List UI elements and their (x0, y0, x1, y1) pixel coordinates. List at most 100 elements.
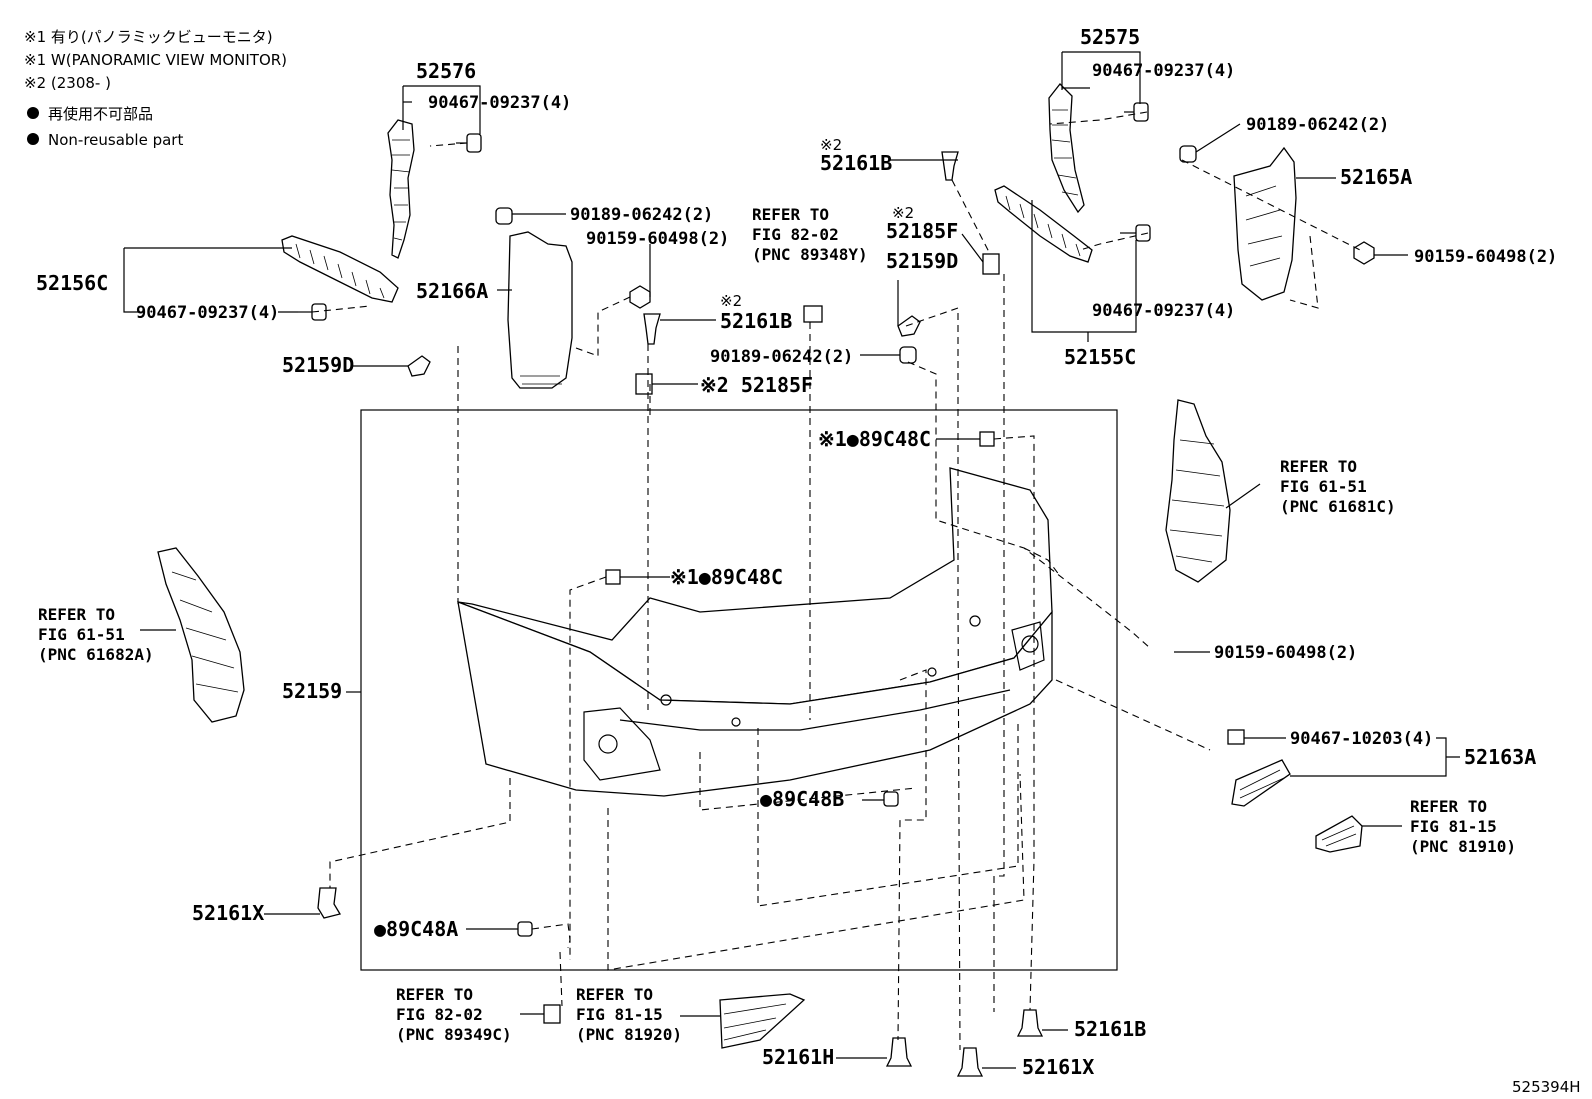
leader-lines (123, 51, 1460, 1069)
label-52185F-top: 52185F (886, 219, 958, 243)
label-ref5-line3: (PNC 89349C) (396, 1025, 512, 1044)
label-89C48B: ●89C48B (760, 787, 844, 811)
label-ref3-line3: (PNC 61682A) (38, 645, 154, 664)
callout-labels: 52576 52575 90467-09237(4) 90467-09237(4… (36, 25, 1581, 1096)
legend-note1-en: ※1 W(PANORAMIC VIEW MONITOR) (24, 51, 287, 69)
label-ref6-line3: (PNC 81920) (576, 1025, 682, 1044)
clip-52159D-drawing (407, 355, 431, 377)
screw-90467-drawing (298, 303, 327, 321)
label-90159-60498-left: 90159-60498(2) (586, 229, 729, 249)
clip-89C48C-drawing (605, 569, 621, 585)
bumper-52159-drawing (457, 467, 1053, 797)
label-ref6-line2: FIG 81-15 (576, 1005, 663, 1024)
label-ref2-line3: (PNC 61681C) (1280, 497, 1396, 516)
label-note-mark: ※2 (892, 204, 914, 222)
reflector-52163A-drawing (1231, 759, 1291, 807)
label-52155C: 52155C (1064, 345, 1136, 369)
label-90467-09237-left: 90467-09237(4) (428, 93, 571, 113)
label-ref1-line3: (PNC 89348Y) (752, 245, 868, 264)
label-89C48A: ●89C48A (374, 917, 458, 941)
label-52161H: 52161H (762, 1045, 834, 1069)
clip-52159D-drawing (897, 315, 921, 337)
label-52161X-left: 52161X (192, 901, 264, 925)
label-90467-09237-right: 90467-09237(4) (1092, 61, 1235, 81)
bracket-89348Y-drawing (803, 305, 823, 323)
nonreusable-bullet-icon (27, 107, 39, 119)
clip-89C48C-drawing (979, 431, 995, 447)
legend-note2: ※2 (2308- ) (24, 74, 111, 92)
label-52161B-mid: 52161B (720, 309, 792, 333)
label-52159D-right: 52159D (886, 249, 958, 273)
label-52163A: 52163A (1464, 745, 1536, 769)
label-ref4-line1: REFER TO (1410, 797, 1487, 816)
bracket-52165A-drawing (1233, 146, 1297, 301)
bracket-52576-drawing (387, 119, 415, 259)
label-52159: 52159 (282, 679, 342, 703)
clip-52185F-drawing (982, 253, 1000, 275)
label-52161B-bottom: 52161B (1074, 1017, 1146, 1041)
bumper-group-box (360, 409, 1118, 971)
label-52161B-top: 52161B (820, 151, 892, 175)
bar-52156C-drawing (281, 235, 399, 303)
label-ref5-line2: FIG 82-02 (396, 1005, 483, 1024)
label-52159D-left: 52159D (282, 353, 354, 377)
screw-90467-drawing (1124, 102, 1149, 122)
label-ref6-line1: REFER TO (576, 985, 653, 1004)
clip-52161H-drawing (885, 1037, 913, 1067)
clip-90189-drawing (1179, 145, 1197, 163)
clip-52161B-drawing (643, 313, 661, 345)
legend: ※1 有り(パノラミックビューモニタ) ※1 W(PANORAMIC VIEW … (24, 28, 287, 149)
bracket-89349C-drawing (543, 1004, 561, 1024)
fender-liner-61681C-drawing (1165, 399, 1231, 583)
bracket-52166A-drawing (507, 231, 573, 389)
nut-90159-drawing (1353, 241, 1375, 265)
label-ref4-line3: (PNC 81910) (1410, 837, 1516, 856)
clip-89C48B-drawing (883, 791, 899, 807)
label-52156C: 52156C (36, 271, 108, 295)
label-90467-09237-center: 90467-09237(4) (136, 303, 279, 323)
bracket-52575-drawing (1048, 83, 1085, 214)
clip-52161B-drawing (1016, 1009, 1044, 1037)
assembly-lines (311, 111, 1361, 1051)
clip-89C48A-drawing (517, 921, 533, 937)
label-89C48C-top: ※1●89C48C (818, 427, 931, 451)
legend-nonreusable-jp: 再使用不可部品 (48, 105, 153, 123)
clip-52161X-drawing (317, 887, 342, 919)
reflector-81910-drawing (1315, 815, 1363, 853)
clip-52161B-drawing (941, 151, 959, 181)
label-note-mark: ※2 (820, 136, 842, 154)
label-52185F-mid: ※2 52185F (700, 373, 813, 397)
screw-90467-drawing (1120, 224, 1151, 242)
label-ref2-line1: REFER TO (1280, 457, 1357, 476)
clip-52161X-drawing (956, 1047, 984, 1077)
clip-90189-drawing (495, 207, 513, 225)
label-ref1-line1: REFER TO (752, 205, 829, 224)
screw-90467-drawing (456, 133, 482, 153)
label-90189-06242-left: 90189-06242(2) (570, 205, 713, 225)
nut-90159-drawing (629, 285, 651, 309)
label-52166A: 52166A (416, 279, 488, 303)
legend-note1-jp: ※1 有り(パノラミックビューモニタ) (24, 28, 273, 46)
label-ref2-line2: FIG 61-51 (1280, 477, 1367, 496)
label-90159-60498-bottom: 90159-60498(2) (1214, 643, 1357, 663)
label-89C48C-mid: ※1●89C48C (670, 565, 783, 589)
label-90467-09237-right2: 90467-09237(4) (1092, 301, 1235, 321)
clip-90189-drawing (899, 346, 917, 364)
reflector-81920-drawing (719, 993, 806, 1049)
label-52576: 52576 (416, 59, 476, 83)
label-ref1-line2: FIG 82-02 (752, 225, 839, 244)
label-note-mark: ※2 (720, 292, 742, 310)
nonreusable-bullet-icon (27, 133, 39, 145)
nut-90467-10203-drawing (1227, 729, 1245, 745)
label-52165A: 52165A (1340, 165, 1412, 189)
figure-id: 525394H (1512, 1078, 1581, 1096)
label-ref5-line1: REFER TO (396, 985, 473, 1004)
legend-nonreusable-en: Non-reusable part (48, 131, 183, 149)
label-90189-06242-right: 90189-06242(2) (1246, 115, 1389, 135)
bar-52155C-drawing (994, 185, 1093, 263)
label-90467-10203: 90467-10203(4) (1290, 729, 1433, 749)
label-52575: 52575 (1080, 25, 1140, 49)
label-ref3-line2: FIG 61-51 (38, 625, 125, 644)
